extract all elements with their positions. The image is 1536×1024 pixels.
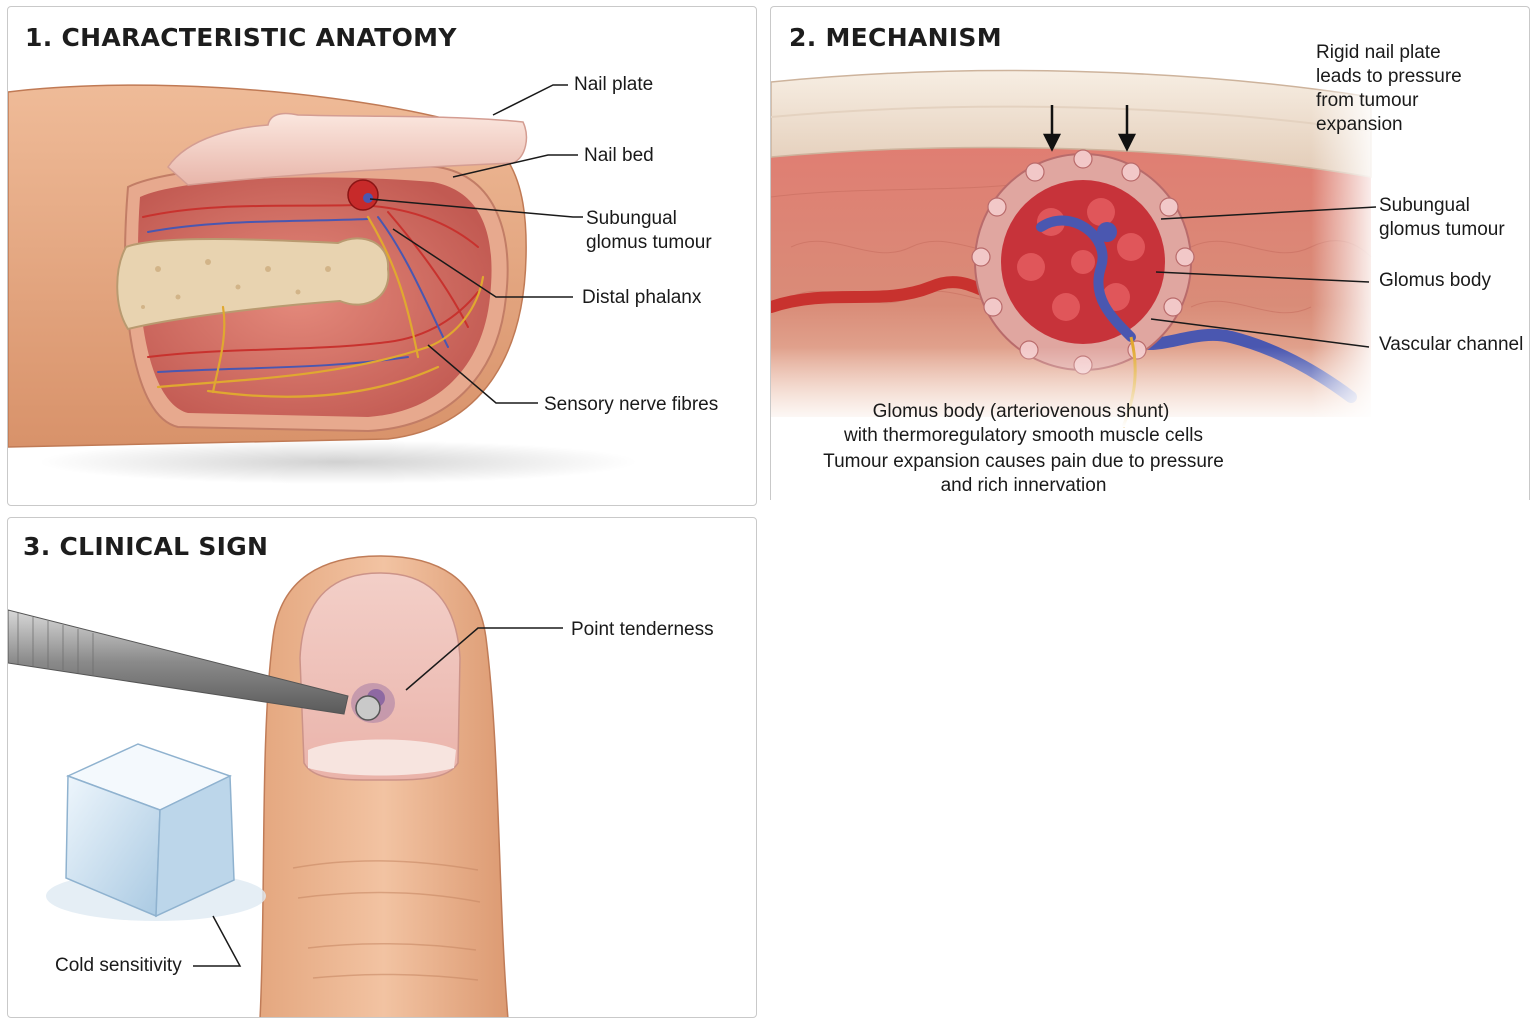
caption-line3: Tumour expansion causes pain due to pres… bbox=[823, 451, 1224, 472]
label-rigid-line2: leads to pressure bbox=[1316, 66, 1462, 87]
mechanism-illustration bbox=[771, 67, 1529, 428]
caption-line1: Glomus body (arteriovenous shunt) bbox=[872, 401, 1170, 422]
label-nail-plate: Nail plate bbox=[574, 74, 654, 95]
panel-characteristic-anatomy: 1. CHARACTERISTIC ANATOMY Nail plate Nai… bbox=[7, 6, 757, 506]
label-sensory-nerve-fibres: Sensory nerve fibres bbox=[544, 394, 719, 415]
label-tumour-line2: glomus tumour bbox=[586, 232, 712, 253]
panel-mechanism: 2. MECHANISM Rigid nail plate leads to p… bbox=[770, 6, 1530, 500]
clinical-sign-illustration bbox=[8, 555, 563, 1017]
panel-title: 2. MECHANISM bbox=[789, 23, 1002, 52]
label-rigid-line3: from tumour bbox=[1316, 90, 1419, 111]
label-tumour-line1: Subungual bbox=[586, 208, 677, 229]
caption-line2: with thermoregulatory smooth muscle cell… bbox=[843, 425, 1204, 446]
label-nail-bed: Nail bed bbox=[584, 145, 654, 166]
anatomy-illustration bbox=[8, 84, 638, 484]
caption-line4: and rich innervation bbox=[940, 475, 1107, 496]
panel-title: 3. CLINICAL SIGN bbox=[23, 532, 269, 561]
label-tumour-line2: glomus tumour bbox=[1379, 219, 1505, 240]
label-tumour-line1: Subungual bbox=[1379, 195, 1470, 216]
label-distal-phalanx: Distal phalanx bbox=[582, 287, 702, 308]
panel-clinical-sign: 3. CLINICAL SIGN Point tenderness Cold s… bbox=[7, 517, 757, 1018]
label-vascular-channel: Vascular channel bbox=[1379, 334, 1524, 355]
panel-title: 1. CHARACTERISTIC ANATOMY bbox=[25, 23, 457, 52]
label-point-tenderness: Point tenderness bbox=[571, 619, 714, 640]
label-cold-sensitivity: Cold sensitivity bbox=[55, 955, 182, 976]
label-glomus-body: Glomus body bbox=[1379, 270, 1491, 291]
label-rigid-line4: expansion bbox=[1316, 114, 1403, 135]
label-rigid-line1: Rigid nail plate bbox=[1316, 42, 1441, 63]
